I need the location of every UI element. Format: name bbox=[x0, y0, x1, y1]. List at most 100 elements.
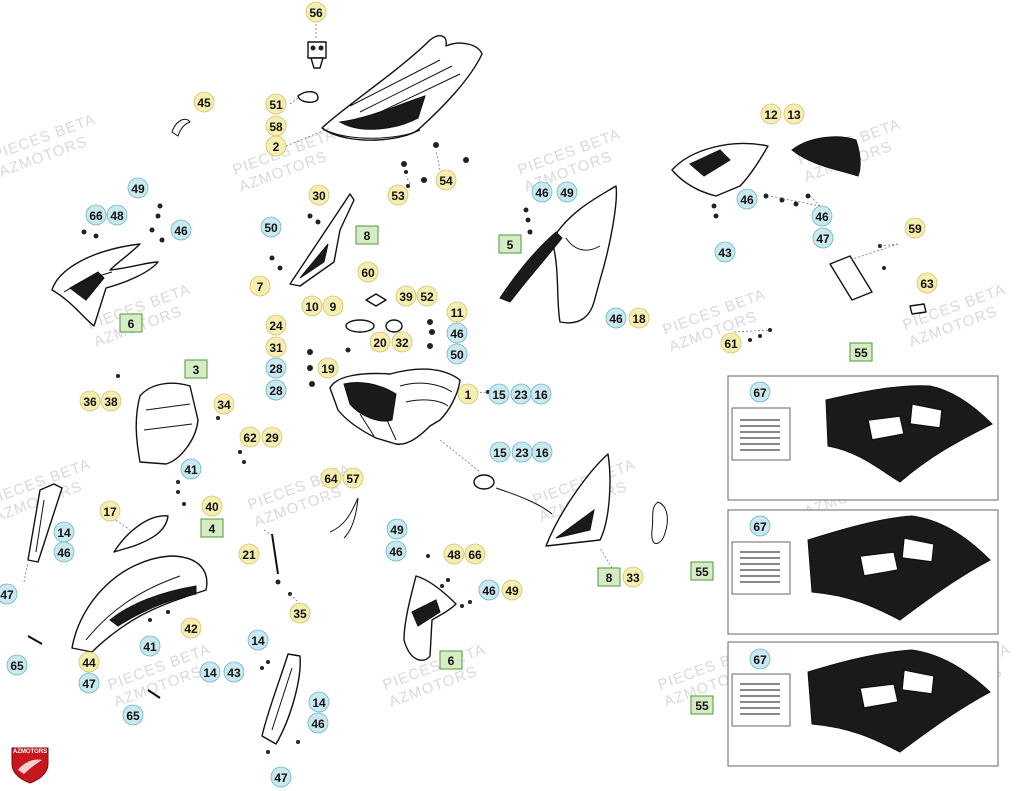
small-clip-part bbox=[27, 635, 43, 645]
callout-badge bbox=[416, 285, 438, 307]
small-clip-part bbox=[147, 689, 161, 699]
callout-label: 19 bbox=[321, 362, 335, 376]
callout-label: 1 bbox=[465, 388, 472, 402]
callout-14: 14 bbox=[247, 629, 269, 651]
callout-53: 53 bbox=[387, 184, 409, 206]
callout-label: 65 bbox=[126, 709, 140, 723]
callout-label: 55 bbox=[695, 699, 709, 713]
callout-17: 17 bbox=[99, 500, 121, 522]
callout-badge bbox=[904, 217, 926, 239]
callout-38: 38 bbox=[100, 390, 122, 412]
callout-badge bbox=[106, 204, 128, 226]
callout-56: 56 bbox=[305, 1, 327, 23]
callout-33: 33 bbox=[622, 566, 644, 588]
callout-badge bbox=[391, 331, 413, 353]
callout-label: 46 bbox=[57, 546, 71, 560]
callout-63: 63 bbox=[916, 272, 938, 294]
callout-label: 5 bbox=[507, 238, 514, 252]
callout-badge bbox=[439, 650, 463, 670]
side-panel-right-part bbox=[403, 575, 457, 661]
callout-badge bbox=[749, 515, 771, 537]
callout-badge bbox=[201, 495, 223, 517]
callout-badge bbox=[531, 441, 553, 463]
cable-part bbox=[271, 533, 292, 596]
callout-43: 43 bbox=[223, 661, 245, 683]
callout-badge bbox=[265, 314, 287, 336]
callout-badge bbox=[690, 695, 714, 715]
right-panel-screws bbox=[426, 554, 472, 608]
callout-label: 35 bbox=[293, 607, 307, 621]
hose-part bbox=[651, 501, 668, 544]
callout-label: 67 bbox=[753, 520, 767, 534]
callout-label: 8 bbox=[364, 229, 371, 243]
callout-67: 67 bbox=[749, 648, 771, 670]
callout-50: 50 bbox=[446, 343, 468, 365]
callout-badge bbox=[320, 467, 342, 489]
callout-badge bbox=[122, 704, 144, 726]
callout-badge bbox=[530, 383, 552, 405]
callout-badge bbox=[464, 543, 486, 565]
callout-badge bbox=[289, 602, 311, 624]
callout-label: 20 bbox=[373, 336, 387, 350]
callout-badge bbox=[385, 540, 407, 562]
callout-label: 16 bbox=[535, 446, 549, 460]
callout-badge bbox=[501, 579, 523, 601]
callout-badge bbox=[301, 295, 323, 317]
callout-badge bbox=[238, 543, 260, 565]
callout-46: 46 bbox=[385, 540, 407, 562]
callout-label: 43 bbox=[718, 246, 732, 260]
callout-badge bbox=[239, 426, 261, 448]
callout-label: 21 bbox=[242, 548, 256, 562]
callout-46: 46 bbox=[478, 579, 500, 601]
callout-label: 49 bbox=[390, 523, 404, 537]
shroud-screws bbox=[269, 213, 321, 271]
callout-66: 66 bbox=[464, 543, 486, 565]
callout-label: 50 bbox=[264, 221, 278, 235]
callout-label: 15 bbox=[493, 446, 507, 460]
callout-badge bbox=[180, 617, 202, 639]
callout-14: 14 bbox=[199, 661, 221, 683]
callout-label: 42 bbox=[184, 622, 198, 636]
callout-badge bbox=[270, 766, 292, 788]
front-fender-part bbox=[71, 555, 208, 653]
callout-label: 50 bbox=[450, 348, 464, 362]
callout-badge bbox=[265, 357, 287, 379]
callout-46: 46 bbox=[307, 712, 329, 734]
decal-kit-box-3 bbox=[727, 641, 999, 767]
callout-label: 15 bbox=[492, 388, 506, 402]
callout-57: 57 bbox=[342, 467, 364, 489]
callout-badge bbox=[355, 225, 379, 245]
callout-badge bbox=[783, 103, 805, 125]
callout-badge bbox=[308, 184, 330, 206]
callout-badge bbox=[85, 204, 107, 226]
callout-65: 65 bbox=[122, 704, 144, 726]
callout-55: 55 bbox=[690, 561, 714, 581]
callout-label: 46 bbox=[311, 717, 325, 731]
callout-31: 31 bbox=[265, 336, 287, 358]
strap-part bbox=[171, 118, 191, 137]
callout-48: 48 bbox=[443, 543, 465, 565]
callout-badge bbox=[597, 567, 621, 587]
left-panel-screws bbox=[81, 203, 165, 243]
callout-62: 62 bbox=[239, 426, 261, 448]
callout-label: 46 bbox=[815, 210, 829, 224]
callout-badge bbox=[305, 1, 327, 23]
callout-21: 21 bbox=[238, 543, 260, 565]
callout-badge bbox=[849, 342, 873, 362]
callout-label: 11 bbox=[451, 306, 464, 320]
callout-badge bbox=[322, 295, 344, 317]
callout-15: 15 bbox=[489, 441, 511, 463]
callout-badge bbox=[443, 543, 465, 565]
rear-light-part bbox=[671, 136, 861, 197]
callout-label: 47 bbox=[816, 232, 830, 246]
callout-55: 55 bbox=[849, 342, 873, 362]
callout-10: 10 bbox=[301, 295, 323, 317]
callout-14: 14 bbox=[53, 521, 75, 543]
callout-badge bbox=[0, 583, 18, 605]
callout-46: 46 bbox=[605, 307, 627, 329]
fuel-tank-part bbox=[329, 368, 461, 445]
callout-label: 45 bbox=[197, 96, 211, 110]
callout-badge bbox=[556, 181, 578, 203]
